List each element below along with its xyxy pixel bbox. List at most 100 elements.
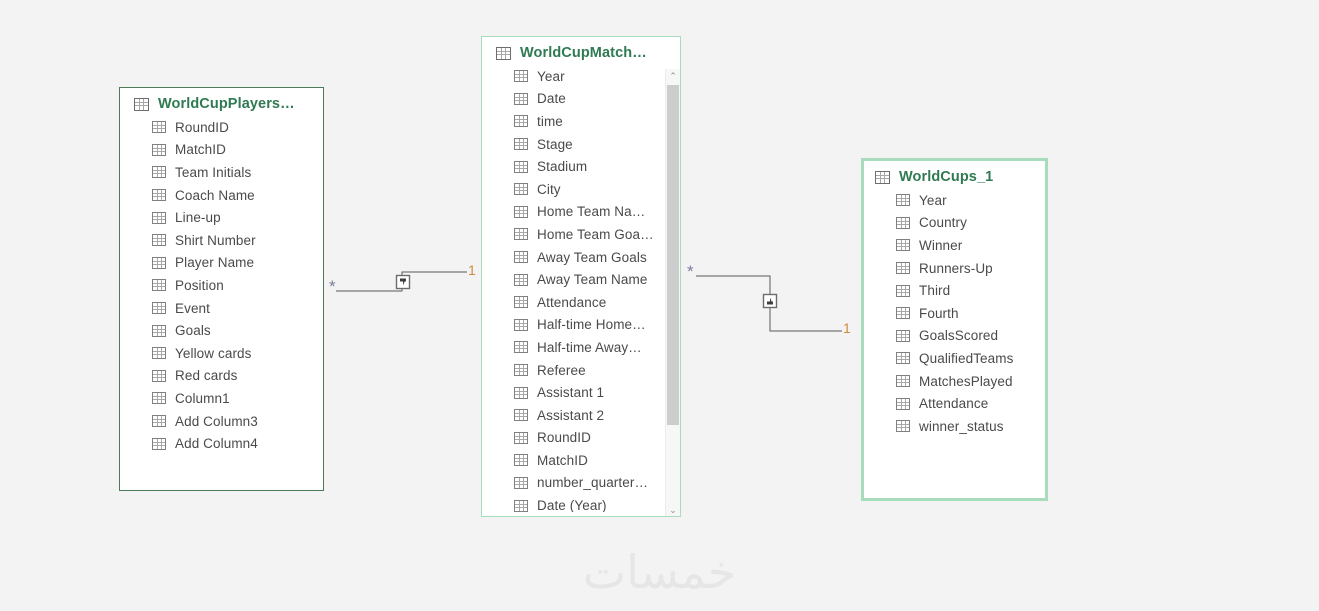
field-label: RoundID (175, 119, 229, 135)
field-row[interactable]: Runners-Up (864, 257, 1045, 280)
field-row[interactable]: Assistant 2 (482, 404, 680, 427)
field-row[interactable]: RoundID (482, 427, 680, 450)
column-grid-icon (896, 352, 910, 365)
column-grid-icon (152, 211, 166, 224)
field-row[interactable]: Stage (482, 133, 680, 156)
field-row[interactable]: Line-up (120, 206, 323, 229)
table-grid-icon (134, 97, 149, 111)
table-header-worldcupmatches[interactable]: WorldCupMatch… (482, 37, 680, 65)
field-row[interactable]: Attendance (482, 291, 680, 314)
field-row[interactable]: Yellow cards (120, 342, 323, 365)
field-label: Stage (537, 136, 573, 152)
field-label: Player Name (175, 255, 255, 271)
field-row[interactable]: Coach Name (120, 184, 323, 207)
field-row[interactable]: QualifiedTeams (864, 347, 1045, 370)
field-row[interactable]: Winner (864, 234, 1045, 257)
field-label: Fourth (919, 305, 959, 321)
field-label: Attendance (919, 396, 989, 412)
field-row[interactable]: Year (864, 189, 1045, 212)
field-label: MatchID (537, 452, 588, 468)
column-grid-icon (514, 138, 528, 151)
field-label: Add Column3 (175, 413, 258, 429)
column-grid-icon (896, 420, 910, 433)
column-grid-icon (514, 431, 528, 444)
field-row[interactable]: RoundID (120, 116, 323, 139)
field-row[interactable]: Position (120, 274, 323, 297)
field-label: Third (919, 283, 951, 299)
scroll-up-arrow-icon[interactable]: ⌃ (669, 71, 677, 81)
field-label: Assistant 2 (537, 407, 605, 423)
field-row[interactable]: Away Team Name (482, 268, 680, 291)
field-row[interactable]: Event (120, 297, 323, 320)
field-row[interactable]: Fourth (864, 302, 1045, 325)
field-row[interactable]: Add Column4 (120, 432, 323, 455)
field-label: Year (537, 68, 565, 84)
field-row[interactable]: Country (864, 212, 1045, 235)
cardinality-one-label: 1 (468, 262, 476, 278)
table-header-worldcups-1[interactable]: WorldCups_1 (864, 161, 1045, 189)
cardinality-one-label: 1 (843, 320, 851, 336)
field-row[interactable]: time (482, 110, 680, 133)
relationship-line[interactable] (684, 264, 854, 344)
scroll-down-arrow-icon[interactable]: ⌄ (669, 505, 677, 515)
field-row[interactable]: Red cards (120, 365, 323, 388)
column-grid-icon (152, 189, 166, 202)
field-row[interactable]: Team Initials (120, 161, 323, 184)
field-row[interactable]: MatchID (120, 139, 323, 162)
field-row[interactable]: Half-time Home… (482, 314, 680, 337)
field-row[interactable]: Assistant 1 (482, 381, 680, 404)
field-row[interactable]: Player Name (120, 252, 323, 275)
field-row[interactable]: Column1 (120, 387, 323, 410)
column-grid-icon (514, 183, 528, 196)
field-label: Goals (175, 323, 211, 339)
field-row[interactable]: Referee (482, 359, 680, 382)
field-row[interactable]: Attendance (864, 392, 1045, 415)
cardinality-many-label: * (687, 262, 694, 281)
field-row[interactable]: Goals (120, 319, 323, 342)
field-row[interactable]: MatchID (482, 449, 680, 472)
field-row[interactable]: GoalsScored (864, 325, 1045, 348)
field-row[interactable]: Half-time Away… (482, 336, 680, 359)
field-row[interactable]: winner_status (864, 415, 1045, 438)
field-row[interactable]: MatchesPlayed (864, 370, 1045, 393)
field-row[interactable]: City (482, 178, 680, 201)
table-header-worldcupplayers[interactable]: WorldCupPlayers… (120, 88, 323, 116)
column-grid-icon (514, 70, 528, 83)
field-label: GoalsScored (919, 328, 999, 344)
vertical-scrollbar[interactable]: ⌃ ⌄ (665, 69, 680, 516)
column-grid-icon (152, 166, 166, 179)
column-grid-icon (514, 386, 528, 399)
relationship-line[interactable] (324, 255, 484, 315)
relationship-matches-to-worldcups[interactable]: * 1 (684, 262, 854, 344)
field-row[interactable]: Shirt Number (120, 229, 323, 252)
field-row[interactable]: number_quarter… (482, 472, 680, 495)
field-row[interactable]: Away Team Goals (482, 246, 680, 269)
field-row[interactable]: Home Team Na… (482, 201, 680, 224)
field-row[interactable]: Year (482, 65, 680, 88)
field-row[interactable]: Home Team Goa… (482, 223, 680, 246)
column-grid-icon (896, 262, 910, 275)
scrollbar-thumb[interactable] (667, 85, 679, 425)
column-grid-icon (896, 216, 910, 229)
table-grid-icon (496, 46, 511, 60)
column-grid-icon (514, 160, 528, 173)
field-label: Stadium (537, 159, 588, 175)
relationship-players-to-matches[interactable]: * 1 (324, 255, 484, 315)
field-row[interactable]: Date (482, 88, 680, 111)
field-row[interactable]: Date (Year) (482, 494, 680, 512)
field-label: number_quarter… (537, 475, 649, 491)
column-grid-icon (514, 476, 528, 489)
field-label: Yellow cards (175, 345, 252, 361)
column-grid-icon (514, 296, 528, 309)
field-row[interactable]: Add Column3 (120, 410, 323, 433)
field-row[interactable]: Stadium (482, 155, 680, 178)
field-row[interactable]: Third (864, 279, 1045, 302)
column-grid-icon (896, 284, 910, 297)
field-label: Column1 (175, 390, 230, 406)
